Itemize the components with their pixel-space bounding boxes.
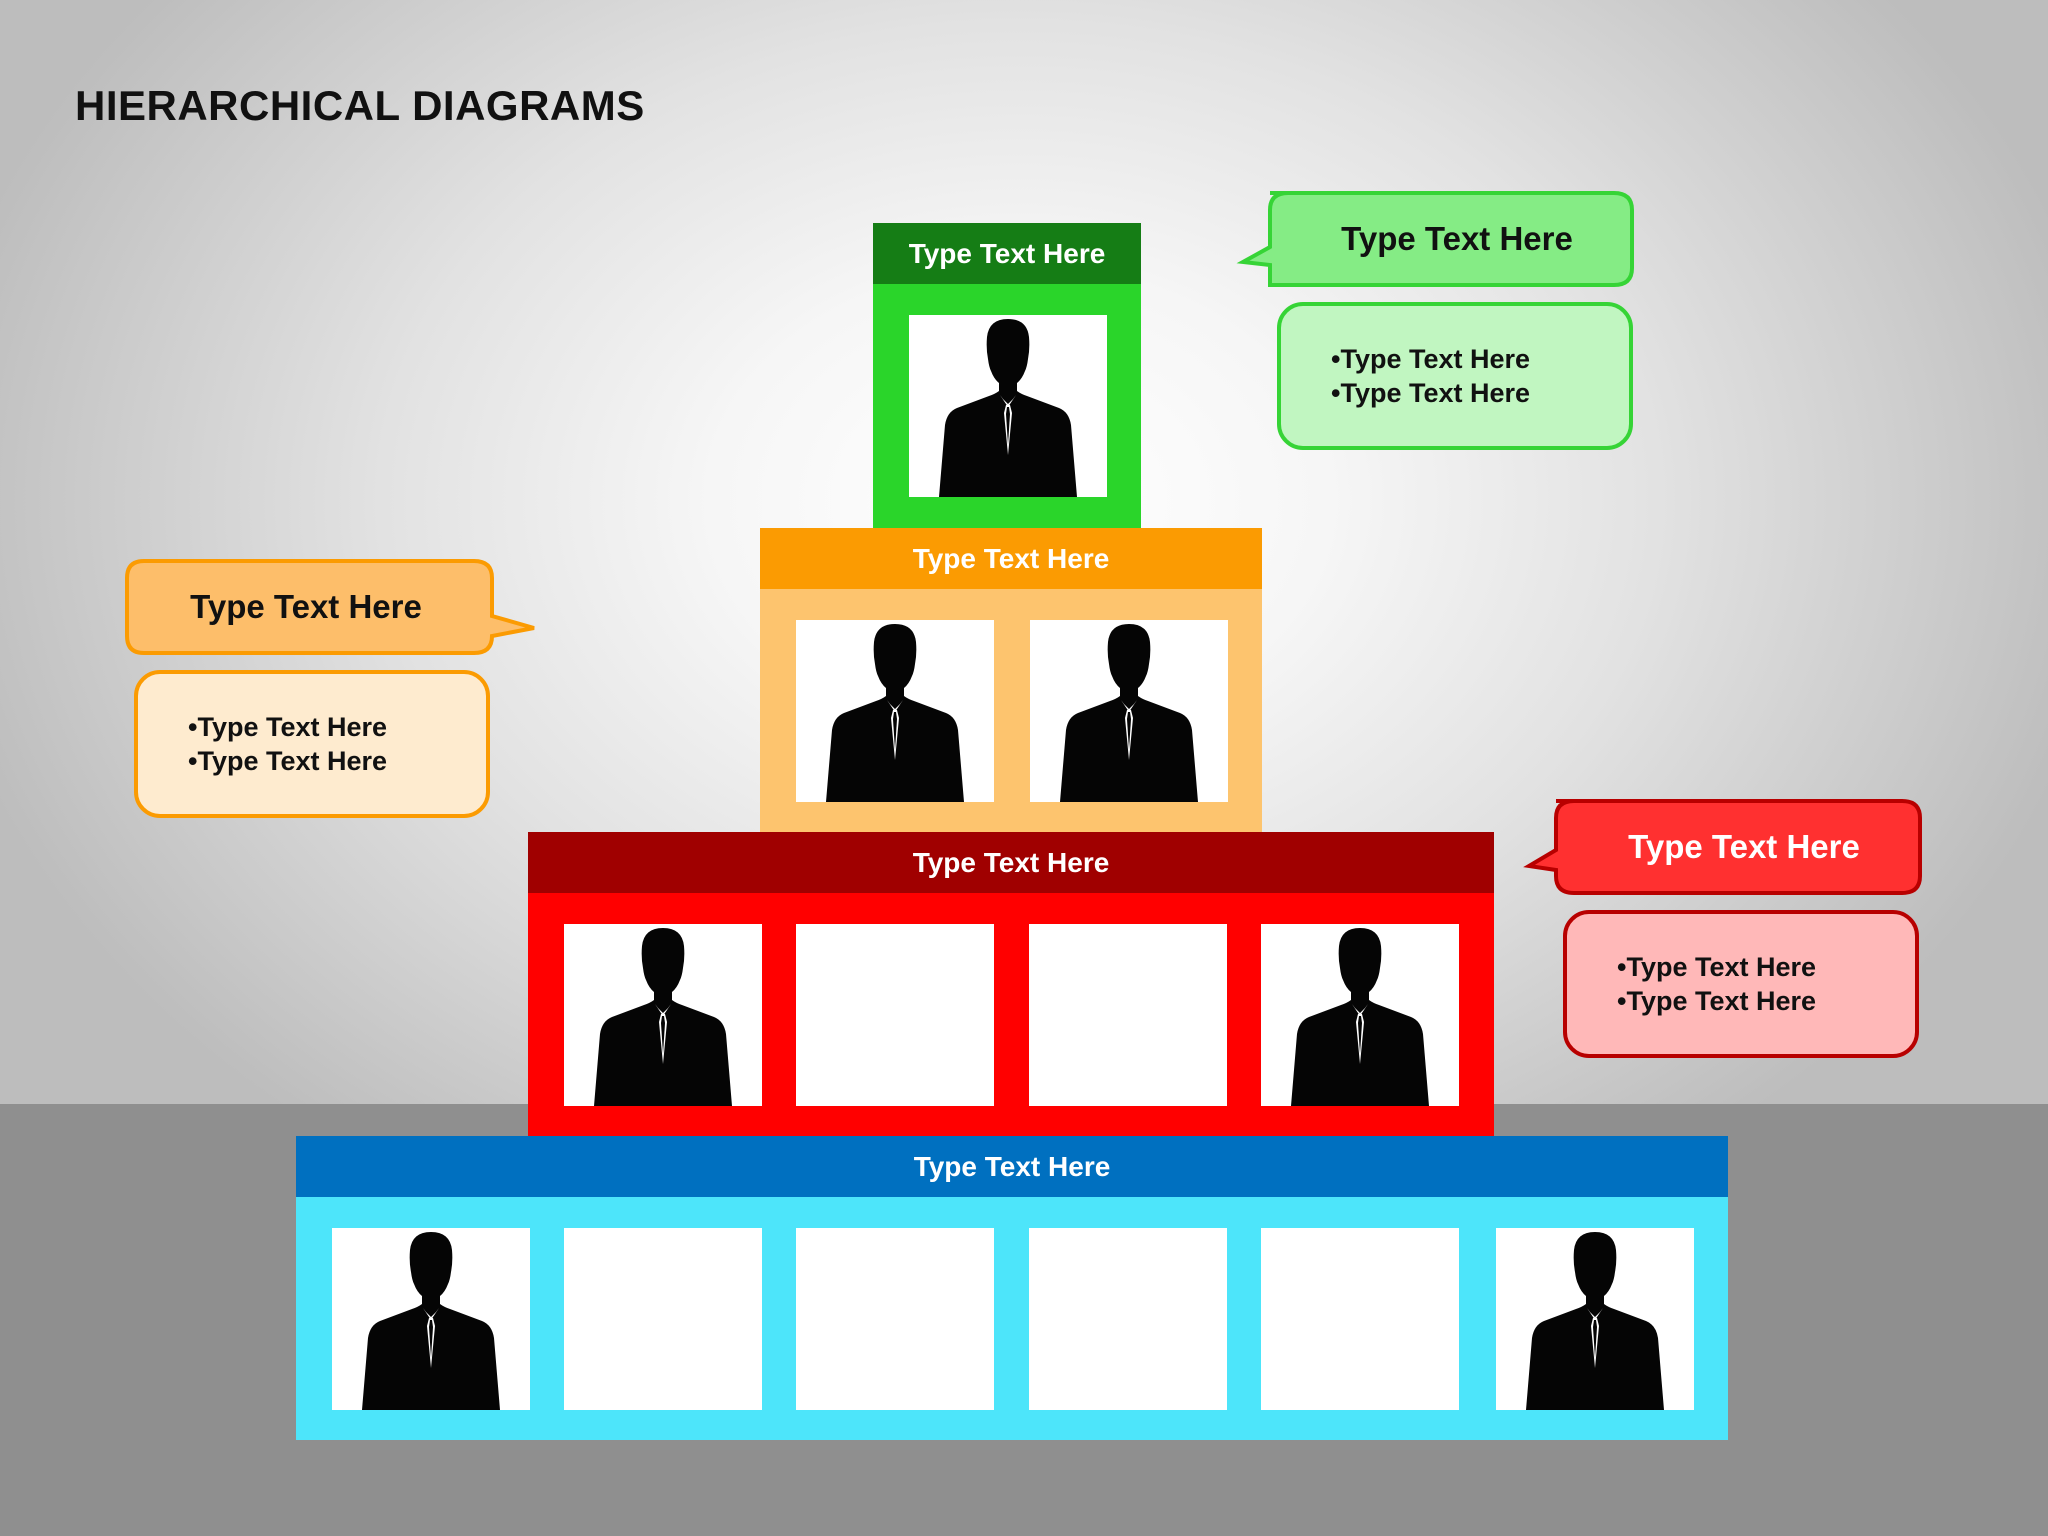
tier-4: Type Text Here bbox=[296, 1136, 1728, 1440]
tier-3: Type Text Here bbox=[528, 832, 1494, 1136]
tier-2: Type Text Here bbox=[760, 528, 1262, 832]
bullet-item: •Type Text Here bbox=[1331, 378, 1531, 408]
photo-slot bbox=[564, 1228, 762, 1410]
orange-callout-title-text: Type Text Here bbox=[190, 588, 422, 625]
tier-2-header: Type Text Here bbox=[760, 528, 1262, 589]
tier-1: Type Text Here bbox=[873, 223, 1141, 528]
photo-slot bbox=[1261, 1228, 1459, 1410]
green-callout-title: Type Text Here bbox=[1236, 190, 1634, 288]
speech-bubble-shape bbox=[1523, 799, 1922, 895]
photo-slot bbox=[1496, 1228, 1694, 1410]
photo-slot bbox=[796, 924, 994, 1106]
photo-slot bbox=[796, 1228, 994, 1410]
photo-slot bbox=[1030, 620, 1228, 802]
red-callout-body: •Type Text Here •Type Text Here bbox=[1563, 910, 1919, 1058]
person-silhouette-icon bbox=[1060, 624, 1198, 802]
orange-callout-body: •Type Text Here •Type Text Here bbox=[134, 670, 490, 818]
red-callout-title-text: Type Text Here bbox=[1628, 828, 1860, 865]
tier-3-header: Type Text Here bbox=[528, 832, 1494, 893]
speech-bubble-shape bbox=[125, 559, 535, 655]
photo-slot bbox=[332, 1228, 530, 1410]
photo-slot bbox=[1029, 924, 1227, 1106]
red-callout-title: Type Text Here bbox=[1523, 798, 1922, 896]
bullet-item: •Type Text Here bbox=[1331, 344, 1531, 374]
speech-bubble-shape bbox=[1236, 191, 1634, 287]
person-silhouette-icon bbox=[594, 928, 732, 1106]
bullet-item: •Type Text Here bbox=[1617, 986, 1817, 1016]
person-silhouette-icon bbox=[1291, 928, 1429, 1106]
bullet-item: •Type Text Here bbox=[1617, 952, 1817, 982]
tier-1-header: Type Text Here bbox=[873, 223, 1141, 284]
green-callout-body: •Type Text Here •Type Text Here bbox=[1277, 302, 1633, 450]
person-silhouette-icon bbox=[362, 1232, 500, 1410]
tier-4-header: Type Text Here bbox=[296, 1136, 1728, 1197]
photo-slot bbox=[1261, 924, 1459, 1106]
green-callout-title-text: Type Text Here bbox=[1341, 220, 1573, 257]
orange-callout-title: Type Text Here bbox=[124, 558, 538, 656]
photo-slot bbox=[1029, 1228, 1227, 1410]
person-silhouette-icon bbox=[1526, 1232, 1664, 1410]
bullet-item: •Type Text Here bbox=[188, 746, 388, 776]
person-silhouette-icon bbox=[939, 319, 1077, 497]
bullet-item: •Type Text Here bbox=[188, 712, 388, 742]
photo-slot bbox=[796, 620, 994, 802]
page-title: HIERARCHICAL DIAGRAMS bbox=[75, 82, 645, 129]
photo-slot bbox=[564, 924, 762, 1106]
photo-slot bbox=[909, 315, 1107, 497]
person-silhouette-icon bbox=[826, 624, 964, 802]
